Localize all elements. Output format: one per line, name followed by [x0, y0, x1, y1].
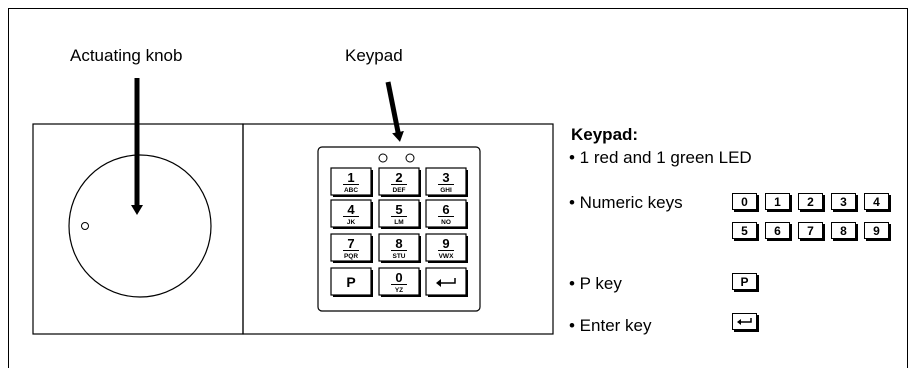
keypad-key-letters: STU	[393, 253, 406, 260]
keypad-key-label: 4	[347, 202, 355, 217]
keypad-key-letters: ABC	[344, 187, 358, 194]
keypad-pointer-arrow	[385, 81, 404, 142]
keypad-key-4[interactable]: 4JK	[330, 199, 373, 229]
keypad-key-label: 7	[347, 236, 354, 251]
enter-arrow-icon	[441, 278, 456, 284]
legend-numeric-key-9: 9	[864, 222, 889, 239]
enter-arrow-icon	[736, 317, 752, 325]
keypad-key-letters: DEF	[393, 187, 406, 194]
keypad-key-label: 8	[395, 236, 402, 251]
actuating-knob	[68, 154, 212, 298]
figure-frame	[8, 8, 908, 368]
keypad-key-label: 9	[442, 236, 449, 251]
keypad-key-enter[interactable]	[425, 267, 468, 297]
keypad-key-6[interactable]: 6NO	[425, 199, 468, 229]
keypad-key-5[interactable]: 5LM	[378, 199, 421, 229]
legend-numeric-key-0: 0	[732, 193, 757, 210]
keypad-key-letters: NO	[441, 219, 451, 226]
legend-numeric-key-1: 1	[765, 193, 790, 210]
legend-numeric-key-4: 4	[864, 193, 889, 210]
keypad-key-0[interactable]: 0YZ	[378, 267, 421, 297]
green-led	[405, 153, 415, 163]
keypad-key-label: 6	[442, 202, 449, 217]
legend-numeric-line: • Numeric keys	[569, 193, 683, 212]
red-led	[378, 153, 388, 163]
legend-title: Keypad:	[571, 125, 639, 144]
knob-marker-dot	[81, 222, 89, 230]
keypad-key-label: 2	[395, 170, 402, 185]
keypad-key-letters: YZ	[395, 287, 403, 294]
legend-p-key: P	[732, 273, 757, 290]
keypad-key-label: 5	[395, 202, 402, 217]
legend-numeric-key-7: 7	[798, 222, 823, 239]
keypad-key-label: 0	[395, 270, 402, 285]
legend-enter-key	[732, 313, 757, 330]
legend-led-line: • 1 red and 1 green LED	[569, 148, 752, 167]
keypad-callout-label: Keypad	[345, 46, 403, 65]
legend-numeric-key-8: 8	[831, 222, 856, 239]
knob-callout-label: Actuating knob	[70, 46, 183, 65]
keypad-key-label: 1	[347, 170, 354, 185]
keypad-key-letters: LM	[394, 219, 403, 226]
keypad-housing	[317, 146, 481, 312]
keypad-key-label: P	[346, 274, 355, 290]
legend-numeric-key-6: 6	[765, 222, 790, 239]
keypad-key-letters: JK	[347, 219, 356, 226]
keypad-key-letters: VWX	[439, 253, 454, 260]
keypad-key-label: 3	[442, 170, 449, 185]
keypad-key-P[interactable]: P	[330, 267, 373, 297]
legend-numeric-key-5: 5	[732, 222, 757, 239]
legend-p-line: • P key	[569, 274, 622, 293]
legend-numeric-key-3: 3	[831, 193, 856, 210]
legend-enter-line: • Enter key	[569, 316, 652, 335]
legend-numeric-key-2: 2	[798, 193, 823, 210]
keypad-key-letters: GHI	[440, 187, 452, 194]
keypad-key-letters: PQR	[344, 253, 358, 260]
